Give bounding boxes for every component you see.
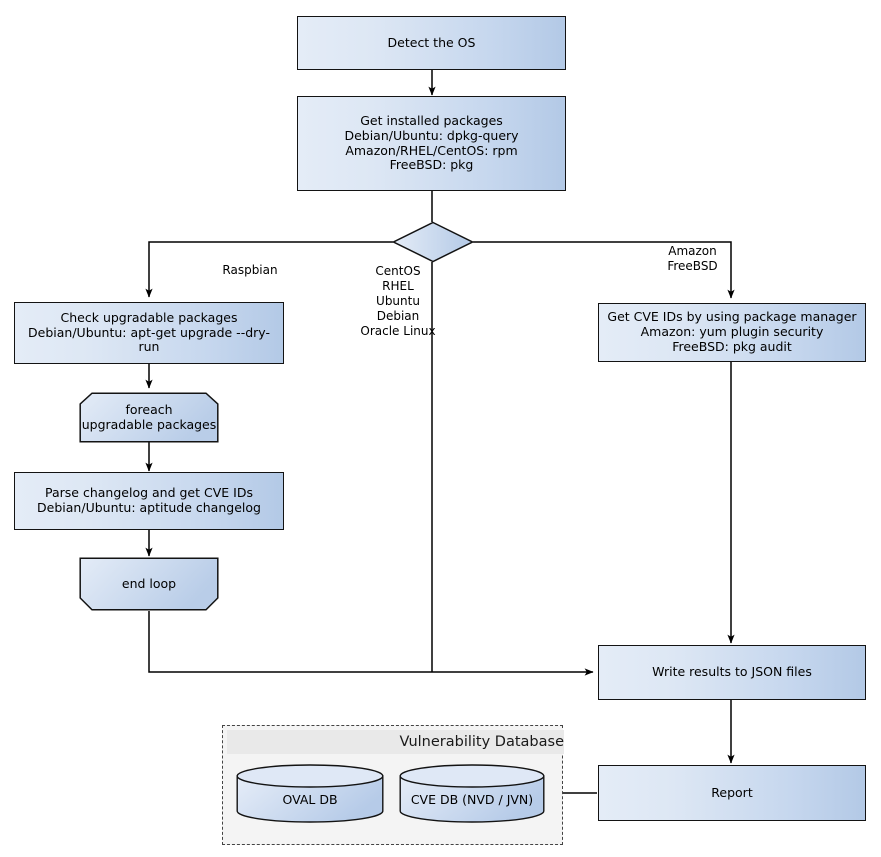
node-get-installed-packages-label: Get installed packages Debian/Ubuntu: dp… bbox=[344, 113, 519, 173]
node-get-cve-ids-label: Get CVE IDs by using package manager Ama… bbox=[607, 309, 857, 354]
node-parse-changelog-label: Parse changelog and get CVE IDs Debian/U… bbox=[37, 485, 261, 515]
cve-db-shape bbox=[399, 764, 545, 823]
edge-label-raspbian: Raspbian bbox=[222, 263, 278, 277]
node-get-installed-packages[interactable]: Get installed packages Debian/Ubuntu: dp… bbox=[297, 96, 566, 191]
node-get-cve-ids[interactable]: Get CVE IDs by using package manager Ama… bbox=[598, 303, 866, 362]
node-end-loop-label: end loop bbox=[121, 575, 177, 591]
vulnerability-database-container: Vulnerability Database bbox=[222, 725, 564, 845]
node-check-upgradable-packages[interactable]: Check upgradable packages Debian/Ubuntu:… bbox=[14, 302, 284, 364]
os-decision-diamond[interactable] bbox=[391, 221, 475, 263]
edge-label-centos-group: CentOS RHEL Ubuntu Debian Oracle Linux bbox=[360, 264, 436, 338]
database-cylinder-cve-db[interactable]: CVE DB (NVD / JVN) bbox=[399, 764, 545, 823]
node-parse-changelog[interactable]: Parse changelog and get CVE IDs Debian/U… bbox=[14, 472, 284, 530]
node-foreach-upgradable-packages[interactable]: foreach upgradable packages bbox=[79, 392, 219, 443]
vulnerability-database-title: Vulnerability Database bbox=[399, 734, 564, 750]
oval-db-shape bbox=[236, 764, 384, 823]
foreach-shape bbox=[79, 392, 219, 443]
node-write-results-to-json[interactable]: Write results to JSON files bbox=[598, 645, 866, 700]
node-foreach-label: foreach upgradable packages bbox=[81, 401, 217, 432]
oval-db-label: OVAL DB bbox=[282, 792, 338, 807]
node-end-loop[interactable]: end loop bbox=[79, 557, 219, 611]
vulnerability-database-title-bar: Vulnerability Database bbox=[227, 730, 564, 754]
edge-label-amazon-freebsd: Amazon FreeBSD bbox=[667, 244, 718, 273]
node-report[interactable]: Report bbox=[598, 765, 866, 821]
node-detect-the-os[interactable]: Detect the OS bbox=[297, 16, 566, 70]
node-write-results-to-json-label: Write results to JSON files bbox=[652, 664, 812, 680]
wire-endloop-to-write-results bbox=[148, 611, 594, 676]
database-cylinder-oval-db[interactable]: OVAL DB bbox=[236, 764, 384, 823]
end-loop-shape bbox=[79, 557, 219, 611]
node-detect-the-os-label: Detect the OS bbox=[387, 34, 476, 50]
node-report-label: Report bbox=[711, 784, 753, 800]
cve-db-label: CVE DB (NVD / JVN) bbox=[410, 792, 534, 807]
node-check-upgradable-packages-label: Check upgradable packages Debian/Ubuntu:… bbox=[28, 309, 270, 355]
